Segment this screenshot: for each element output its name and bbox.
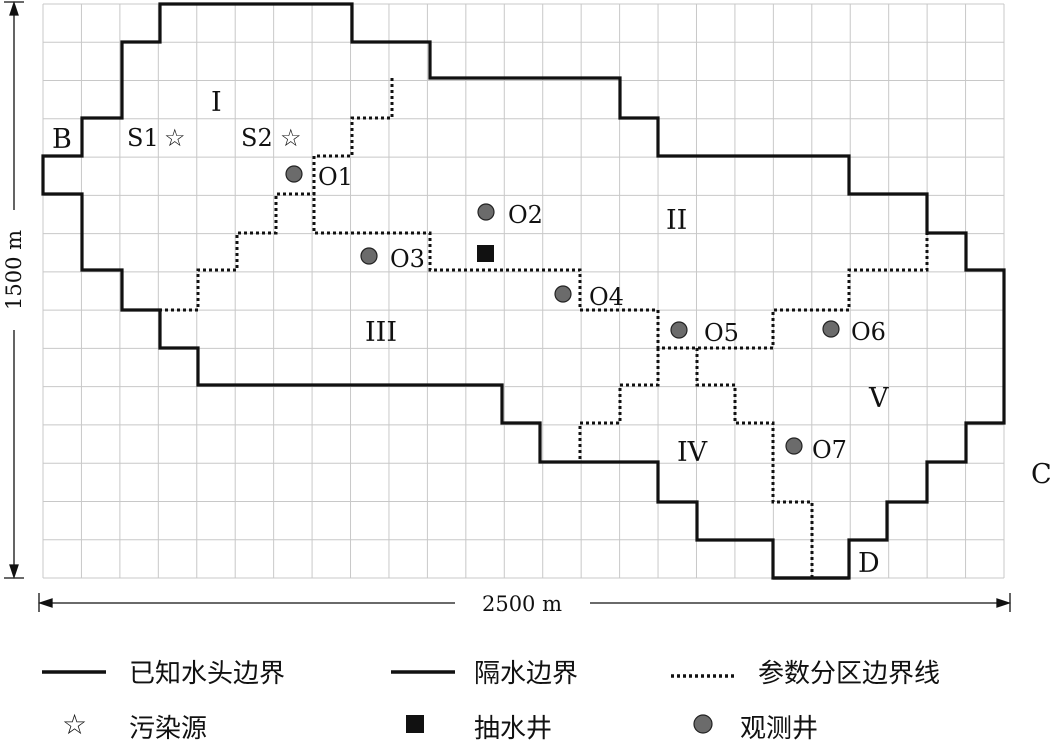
well-label-o4: O4: [589, 283, 624, 311]
height-label: 1500 m: [2, 230, 26, 310]
zone-label-3: III: [365, 317, 397, 348]
zone-label-2: II: [666, 205, 687, 236]
legend-observation-well-label: 观测井: [740, 714, 818, 744]
well-label-o1: O1: [318, 163, 353, 191]
legend-pumping-well-icon: [406, 715, 424, 733]
legend-known-head-label: 已知水头边界: [129, 659, 285, 689]
star-icon: ☆: [280, 124, 302, 152]
zone-boundary-1-3: [160, 78, 394, 312]
legend-observation-well-icon: [693, 714, 713, 734]
width-dimension: [37, 593, 1012, 612]
observation-well-o2: [477, 203, 495, 221]
height-dimension: [4, 0, 24, 580]
legend-pumping-well-label: 抽水井: [474, 714, 552, 744]
legend: 已知水头边界 隔水边界 参数分区边界线 ☆ 污染源 抽水井 观测井: [42, 659, 940, 744]
boundary-label-b: B: [52, 124, 72, 155]
legend-no-flow-label: 隔水边界: [474, 659, 578, 689]
well-label-o2: O2: [508, 201, 543, 229]
zone-label-1: I: [211, 87, 222, 118]
observation-well-o3: [360, 247, 378, 265]
observation-well-o7: [785, 437, 803, 455]
well-label-o3: O3: [390, 245, 425, 273]
zone-label-4: IV: [677, 437, 708, 468]
well-label-o7: O7: [812, 436, 847, 464]
domain-boundary: [41, 2, 1006, 580]
zone-label-5: V: [868, 383, 889, 414]
pumping-well-marker: [477, 245, 494, 262]
well-label-o5: O5: [704, 319, 739, 347]
legend-source-label: 污染源: [129, 714, 207, 744]
star-icon: ☆: [164, 124, 186, 152]
boundary-label-d: D: [858, 548, 880, 579]
zone-boundary-4-5: [695, 348, 814, 578]
star-icon: ☆: [62, 708, 87, 741]
parameter-zone-boundaries: [160, 78, 929, 578]
source-label-s1: S1: [127, 124, 159, 152]
observation-well-o6: [822, 320, 840, 338]
observation-well-o4: [554, 285, 572, 303]
source-label-s2: S2: [241, 124, 273, 152]
zone-boundary-1-2: [312, 156, 929, 350]
observation-well-o5: [670, 321, 688, 339]
well-label-o6: O6: [851, 318, 886, 346]
boundary-label-c: C: [1031, 459, 1052, 490]
zone-boundary-3-4: [578, 348, 660, 462]
observation-wells: O1 O2 O3 O4 O5 O6 O7: [285, 163, 886, 464]
observation-well-o1: [285, 165, 303, 183]
legend-param-zone-label: 参数分区边界线: [758, 659, 940, 689]
model-grid: [42, 3, 1005, 579]
width-label: 2500 m: [482, 592, 562, 616]
